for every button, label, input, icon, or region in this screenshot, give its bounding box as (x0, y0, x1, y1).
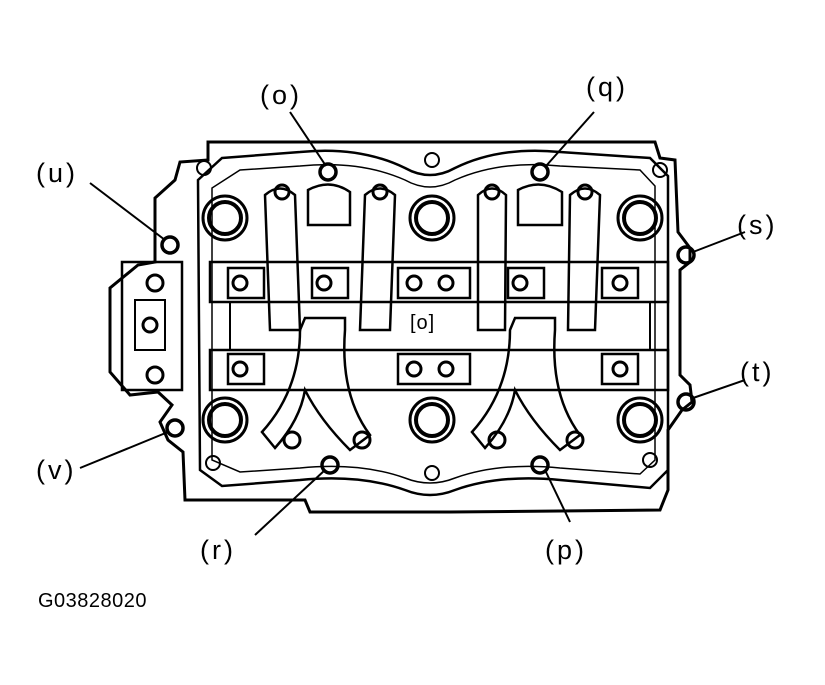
left-side-block-inner (134, 299, 166, 351)
callout-o: (o) (260, 80, 302, 110)
large-bolt (616, 396, 664, 444)
large-bolt (616, 194, 664, 242)
rocker-arm (566, 187, 602, 332)
cam-lobe (516, 183, 564, 227)
rocker-arm (263, 187, 302, 332)
cap-plate (600, 266, 640, 300)
torx-screws (196, 152, 668, 481)
callout-q: (q) (586, 72, 628, 102)
large-bolt (408, 396, 456, 444)
cam-lobe (306, 183, 352, 227)
cap-plate (506, 266, 546, 300)
cap-plate (226, 352, 266, 386)
bolt-t (676, 392, 696, 412)
cap-plate (310, 266, 350, 300)
callout-r: (r) (200, 535, 236, 565)
callout-t: (t) (740, 357, 775, 387)
large-bolt (201, 396, 249, 444)
pivot-bolts (273, 183, 594, 450)
large-bolt (414, 402, 450, 438)
cap-bolts (141, 273, 629, 385)
cap-plate (396, 266, 472, 300)
rocker-arm (476, 187, 508, 332)
large-bolt (622, 402, 658, 438)
cap-plate (226, 266, 266, 300)
rocker-arm (358, 187, 397, 332)
large-bolt (207, 200, 243, 236)
bolt-r (320, 455, 340, 475)
bolt-q (530, 162, 550, 182)
large-bolt (201, 194, 249, 242)
cap-plate (600, 352, 640, 386)
housing-outline (108, 140, 694, 514)
bolt-o (318, 162, 338, 182)
large-bolt (414, 200, 450, 236)
callout-s: (s) (737, 210, 778, 240)
large-bolt (408, 194, 456, 242)
large-bolt (207, 402, 243, 438)
figure-code: G03828020 (38, 590, 148, 612)
callout-u: (u) (36, 158, 78, 188)
center-mark: [o] (410, 312, 436, 334)
rocker-arm-lower (470, 316, 582, 452)
gasket-inner (211, 163, 656, 484)
bolt-s (676, 245, 696, 265)
bolt-u (160, 235, 180, 255)
leader-lines (79, 111, 746, 536)
center-shaft (229, 301, 651, 351)
rocker-arm-lower (260, 316, 372, 452)
left-side-block (120, 260, 184, 392)
cap-plate (396, 352, 472, 386)
callout-p: (p) (545, 535, 587, 565)
gasket-outline (196, 149, 670, 497)
bolt-v (165, 418, 185, 438)
large-bolt (622, 200, 658, 236)
callout-v: (v) (36, 455, 77, 485)
bolt-p (530, 455, 550, 475)
